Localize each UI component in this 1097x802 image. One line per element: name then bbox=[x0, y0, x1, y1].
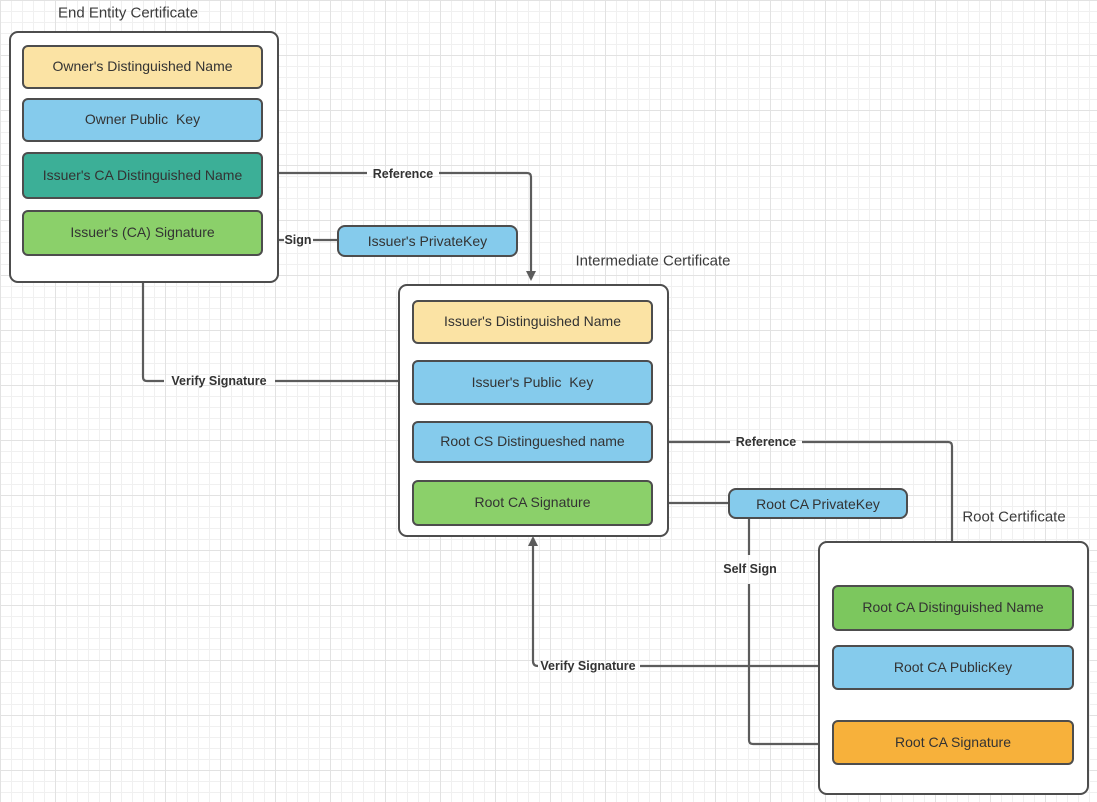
edge-label-verify-signature-1: Verify Signature bbox=[171, 374, 267, 388]
root-ca-privatekey-box[interactable]: Root CA PrivateKey bbox=[728, 488, 908, 519]
edge-self-sign-arrow bbox=[747, 584, 828, 749]
edge-label-sign: Sign bbox=[284, 233, 312, 247]
end-entity-certificate-title: End Entity Certificate bbox=[57, 4, 199, 22]
field-label: Owner's Distinguished Name bbox=[52, 58, 233, 75]
intermediate-certificate-title: Intermediate Certificate bbox=[575, 252, 731, 270]
root-certificate-title: Root Certificate bbox=[962, 508, 1066, 526]
field-label: Root CS Distingueshed name bbox=[440, 433, 625, 450]
field-root-ca-signature-intermediate[interactable]: Root CA Signature bbox=[412, 480, 653, 526]
field-root-ca-distinguished-name[interactable]: Root CA Distinguished Name bbox=[832, 585, 1074, 631]
issuers-privatekey-box[interactable]: Issuer's PrivateKey bbox=[337, 225, 518, 257]
field-owner-public-key[interactable]: Owner Public Key bbox=[22, 98, 263, 142]
field-label: Root CA PrivateKey bbox=[756, 495, 880, 512]
field-label: Issuer's (CA) Signature bbox=[70, 224, 215, 241]
field-label: Issuer's Public Key bbox=[471, 373, 594, 390]
field-root-cs-distingueshed-name[interactable]: Root CS Distingueshed name bbox=[412, 421, 653, 463]
field-root-ca-signature-root[interactable]: Root CA Signature bbox=[832, 720, 1074, 765]
field-label: Owner Public Key bbox=[84, 111, 201, 128]
field-root-ca-publickey[interactable]: Root CA PublicKey bbox=[832, 645, 1074, 690]
field-label: Issuer's Distinguished Name bbox=[444, 313, 621, 330]
edge-label-reference-2: Reference bbox=[735, 435, 797, 449]
field-issuers-ca-distinguished-name[interactable]: Issuer's CA Distinguished Name bbox=[22, 152, 263, 199]
field-label: Root CA Signature bbox=[474, 494, 591, 511]
field-label: Root CA Distinguished Name bbox=[862, 599, 1044, 616]
field-issuers-distinguished-name[interactable]: Issuer's Distinguished Name bbox=[412, 300, 653, 344]
edge-verify-2-arrow bbox=[528, 536, 539, 668]
field-issuers-ca-signature[interactable]: Issuer's (CA) Signature bbox=[22, 210, 263, 256]
edge-label-reference-1: Reference bbox=[372, 167, 434, 181]
field-label: Root CA Signature bbox=[895, 733, 1011, 750]
edge-label-self-sign: Self Sign bbox=[723, 562, 777, 576]
edge-label-verify-signature-2: Verify Signature bbox=[540, 659, 636, 673]
field-label: Issuer's PrivateKey bbox=[367, 233, 488, 249]
field-label: Root CA PublicKey bbox=[893, 658, 1013, 675]
field-owners-distinguished-name[interactable]: Owner's Distinguished Name bbox=[22, 45, 263, 89]
field-issuers-public-key[interactable]: Issuer's Public Key bbox=[412, 360, 653, 405]
field-label: Issuer's CA Distinguished Name bbox=[42, 166, 243, 183]
